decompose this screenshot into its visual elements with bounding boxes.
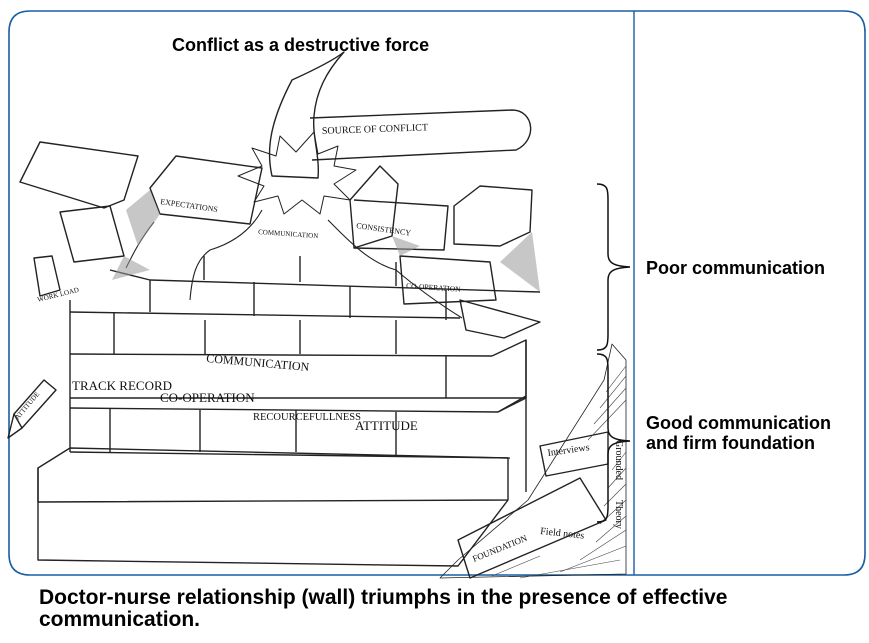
foundation-interviews: Interviews — [547, 442, 590, 459]
label-poor-communication: Poor communication — [646, 258, 826, 278]
foundation-theory: Theory — [613, 500, 624, 529]
brace-good — [596, 353, 631, 523]
brick-expectations: EXPECTATIONS — [160, 197, 219, 214]
foundation-grounded: Grounded — [613, 440, 624, 480]
brick-attitude: ATTITUDE — [355, 418, 418, 433]
figure-caption: Doctor-nurse relationship (wall) triumph… — [39, 586, 728, 631]
brick-cooperation: CO-OPERATION — [160, 390, 255, 405]
attitude-arrow-label: ATTITUDE — [13, 390, 41, 421]
brace-poor — [596, 183, 631, 351]
brick-track-record: TRACK RECORD — [72, 378, 172, 393]
brick-consistency: CONSISTENCY — [356, 221, 412, 238]
brick-resourcefulness: RECOURCEFULLNESS — [253, 412, 361, 423]
figure-frame — [8, 10, 866, 576]
brick-cooperation-top: CO-OPERATION — [406, 281, 462, 294]
figure-title: Conflict as a destructive force — [172, 35, 430, 55]
label-firm-foundation: and firm foundation — [646, 433, 815, 453]
brick-communication-top: COMMUNICATION — [258, 228, 319, 240]
label-good-communication: Good communication — [646, 413, 832, 433]
hammer-label: SOURCE OF CONFLICT — [322, 122, 428, 137]
brick-workload: WORK LOAD — [37, 286, 80, 304]
foundation-field-notes: Field notes — [540, 526, 585, 542]
